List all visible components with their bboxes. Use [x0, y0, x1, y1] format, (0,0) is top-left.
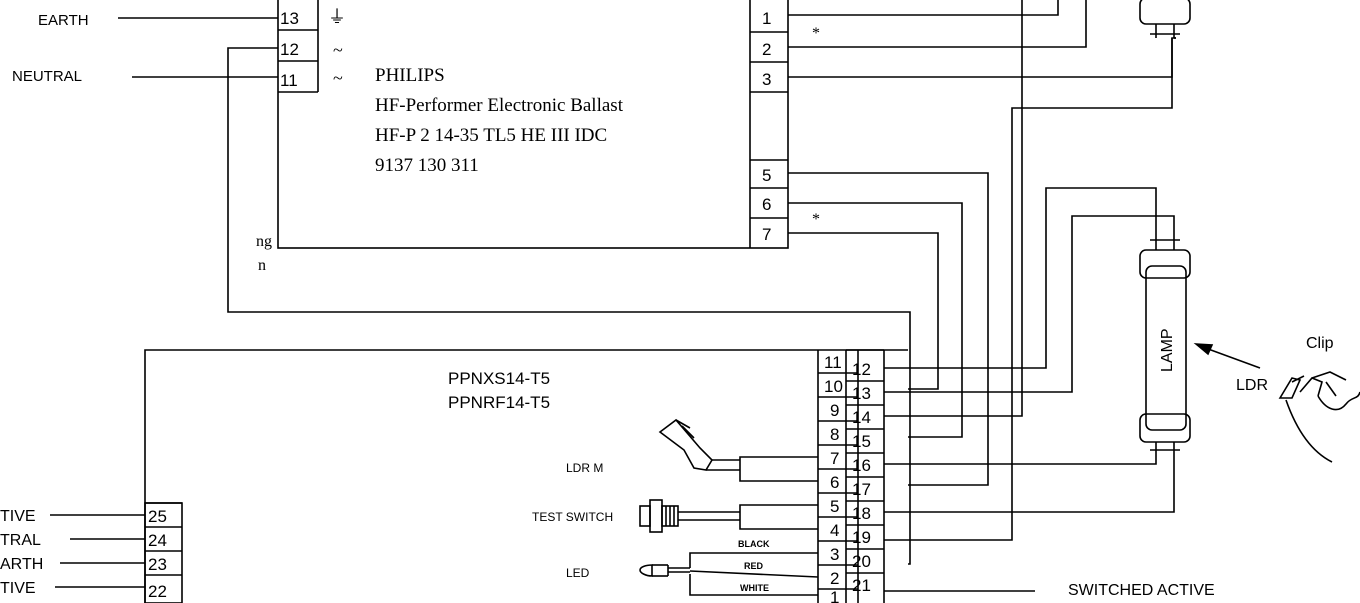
ballast-terminal-3: 3: [762, 70, 771, 89]
ballast-terminal-5: 5: [762, 166, 771, 185]
controller-terminal-20: 20: [852, 552, 871, 571]
left-label-earth: ARTH: [0, 556, 43, 573]
led-label: LED: [566, 566, 590, 580]
controller-terminal-9: 9: [830, 401, 839, 420]
controller-terminal-8: 8: [830, 425, 839, 444]
ballast-model-line: HF-Performer Electronic Ballast: [375, 95, 624, 116]
wire-black-label: BLACK: [738, 539, 770, 549]
controller-terminal-18: 18: [852, 504, 871, 523]
switched-active-label: SWITCHED ACTIVE: [1068, 582, 1215, 599]
ballast-part: HF-P 2 14-35 TL5 HE III IDC: [375, 125, 607, 146]
ballast-brand: PHILIPS: [375, 65, 445, 86]
wire-white-label: WHITE: [740, 583, 769, 593]
asterisk-6: *: [812, 211, 820, 228]
controller-terminal-19: 19: [852, 528, 871, 547]
neutral-label: NEUTRAL: [12, 68, 82, 85]
controller-terminal-25: 25: [148, 507, 167, 526]
ldr-label: LDR: [1236, 377, 1268, 394]
controller-terminal-14: 14: [852, 408, 871, 427]
clip-label: Clip: [1306, 335, 1334, 352]
cutoff-text-2: n: [258, 257, 266, 274]
lamp-label: LAMP: [1159, 328, 1176, 372]
wire-red-label: RED: [744, 561, 764, 571]
controller-terminal-1: 1: [830, 588, 839, 603]
earth-label: EARTH: [38, 12, 89, 29]
controller-model-2: PPNRF14-T5: [448, 393, 550, 412]
ballast-terminal-6: 6: [762, 195, 771, 214]
controller-terminal-22: 22: [148, 582, 167, 601]
test-switch-label: TEST SWITCH: [532, 510, 613, 524]
ldr-m-label: LDR M: [566, 461, 603, 475]
ballast-terminal-11: 11: [280, 71, 298, 90]
controller-terminal-12: 12: [852, 360, 871, 379]
controller-terminal-4: 4: [830, 521, 839, 540]
earth-ground-icon: ⏚: [328, 7, 346, 27]
cutoff-text-1: ng: [256, 233, 272, 250]
controller-terminal-6: 6: [830, 473, 839, 492]
ballast-terminal-13: 13: [280, 9, 299, 28]
ballast-terminal-1: 1: [762, 9, 771, 28]
controller-terminal-2: 2: [830, 569, 839, 588]
ballast-terminal-12: 12: [280, 40, 299, 59]
controller-model-1: PPNXS14-T5: [448, 369, 550, 388]
controller-terminal-15: 15: [852, 432, 871, 451]
ballast-terminal-7: 7: [762, 225, 771, 244]
controller-terminal-10: 10: [824, 377, 843, 396]
controller-terminal-5: 5: [830, 497, 839, 516]
left-label-neutral: TRAL: [0, 532, 41, 549]
controller-terminal-21: 21: [852, 576, 871, 595]
ballast-code: 9137 130 311: [375, 155, 479, 176]
asterisk-2: *: [812, 25, 820, 42]
controller-terminal-24: 24: [148, 531, 167, 550]
ballast-box: [277, 0, 789, 249]
controller-terminal-13: 13: [852, 384, 871, 403]
controller-terminal-16: 16: [852, 456, 871, 475]
ballast-terminal-2: 2: [762, 40, 771, 59]
left-label-active-2: TIVE: [0, 580, 36, 597]
ac-symbol-icon: ~: [333, 40, 343, 60]
controller-terminal-3: 3: [830, 545, 839, 564]
ac-symbol-icon-2: ~: [333, 68, 343, 88]
controller-terminal-7: 7: [830, 449, 839, 468]
left-label-active-1: TIVE: [0, 508, 36, 525]
controller-terminal-11: 11: [824, 353, 842, 372]
controller-terminal-23: 23: [148, 555, 167, 574]
controller-terminal-17: 17: [852, 480, 871, 499]
